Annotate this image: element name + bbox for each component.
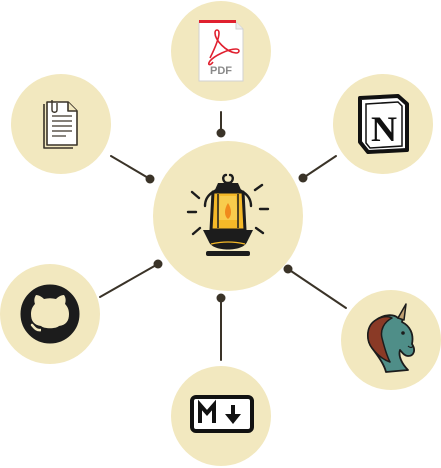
- connector-dots: [145, 128, 308, 303]
- dot-pdf: [216, 128, 226, 138]
- dot-text-file: [145, 174, 155, 184]
- dot-markdown: [216, 293, 226, 303]
- pdf-label: PDF: [210, 65, 232, 77]
- connector-unicorn: [287, 268, 347, 309]
- dot-unicorn: [283, 264, 293, 274]
- notion-icon: N: [358, 94, 409, 154]
- connector-github: [99, 263, 159, 298]
- pdf-document-icon: PDF: [198, 20, 244, 82]
- lantern-icon: [186, 173, 270, 256]
- github-icon: [20, 284, 80, 344]
- dot-github: [153, 259, 163, 269]
- notion-letter: N: [371, 109, 397, 149]
- connector-text-file: [110, 155, 151, 180]
- connector-notion: [302, 155, 337, 179]
- text-file-icon: [43, 100, 78, 149]
- dot-notion: [298, 173, 308, 183]
- connectors: [99, 111, 347, 361]
- markdown-icon: [190, 395, 254, 433]
- unicorn-icon: [367, 303, 415, 373]
